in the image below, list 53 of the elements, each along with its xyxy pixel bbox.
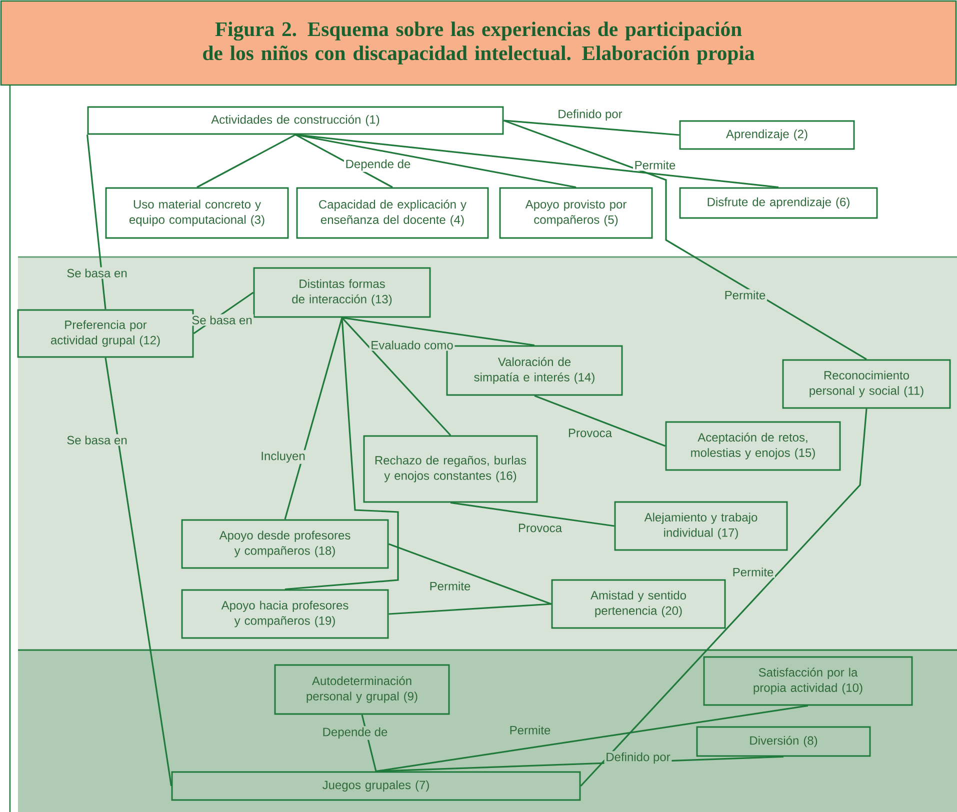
connector-line	[376, 704, 808, 772]
concept-box: Diversión (8)	[696, 726, 871, 757]
concept-box: Uso material concreto y equipo computacional (3)	[105, 187, 289, 239]
concept-box: Alejamiento y trabajo individual (17)	[614, 501, 788, 551]
connector-line	[503, 120, 867, 360]
concept-box: Rechazo de regaños, burlas y enojos constantes (16)	[363, 435, 538, 503]
edge-label: Definido por	[604, 751, 672, 765]
concept-box: Apoyo desde profesores y compañeros (18)	[181, 519, 389, 569]
edge-label: Evaluado como	[369, 339, 455, 351]
edge-label: Depende de	[344, 158, 412, 172]
connector-line	[534, 394, 666, 447]
edge-label: Permite	[633, 159, 677, 171]
edge-label: Definido por	[556, 108, 624, 122]
edge-label: Incluyen	[259, 450, 307, 464]
edge-label: Se basa en	[190, 314, 254, 326]
connector-line	[342, 316, 535, 346]
connector-line	[388, 543, 552, 605]
concept-box: Autodeterminación personal y grupal (9)	[274, 664, 450, 715]
connector-line	[341, 317, 452, 436]
concept-box: Apoyo hacia profesores y compañeros (19)	[181, 589, 389, 639]
edge-label: Provoca	[516, 522, 564, 534]
concept-box: Satisfacción por la propia actividad (10)	[703, 656, 913, 706]
title-banner: Figura 2. Esquema sobre las experiencias de participación de los niños con discapacidad intelectual. Elaboración propia	[0, 0, 957, 86]
connector-line	[86, 134, 106, 310]
concept-box: Aceptación de retos, molestias y enojos (15)	[665, 421, 841, 471]
concept-box: Apoyo provisto por compañeros (5)	[499, 187, 653, 239]
connector-line	[504, 120, 680, 136]
connector-line	[295, 134, 779, 188]
edge-label: Permite	[508, 724, 552, 736]
concept-box: Amistad y sentido pertenencia (20)	[551, 579, 726, 629]
concept-box: Distintas formas de interacción (13)	[253, 267, 431, 318]
connector-line	[196, 134, 296, 188]
connector-line	[450, 502, 614, 527]
concept-box: Capacidad de explicación y enseñanza del docente (4)	[296, 187, 489, 239]
concept-box: Aprendizaje (2)	[679, 120, 855, 150]
connector-line	[104, 358, 172, 786]
edge-label: Permite	[428, 580, 472, 592]
edge-label: Se basa en	[65, 434, 129, 446]
edge-label: Permite	[723, 289, 767, 301]
connector-line	[284, 318, 399, 590]
concept-box: Actividades de construcción (1)	[87, 106, 504, 135]
connector-line	[295, 134, 576, 188]
edge-label: Permite	[731, 566, 775, 578]
connector-line	[284, 318, 343, 520]
concept-box: Juegos grupales (7)	[171, 771, 581, 801]
edge-label: Se basa en	[65, 267, 129, 279]
connector-line	[580, 408, 868, 787]
connector-line	[388, 603, 552, 615]
edge-label: Provoca	[566, 427, 614, 439]
edge-label: Depende de	[320, 726, 390, 740]
concept-box: Reconocimiento personal y social (11)	[782, 359, 951, 409]
concept-box: Preferencia por actividad grupal (12)	[17, 309, 194, 358]
concept-box: Disfrute de aprendizaje (6)	[679, 187, 878, 219]
